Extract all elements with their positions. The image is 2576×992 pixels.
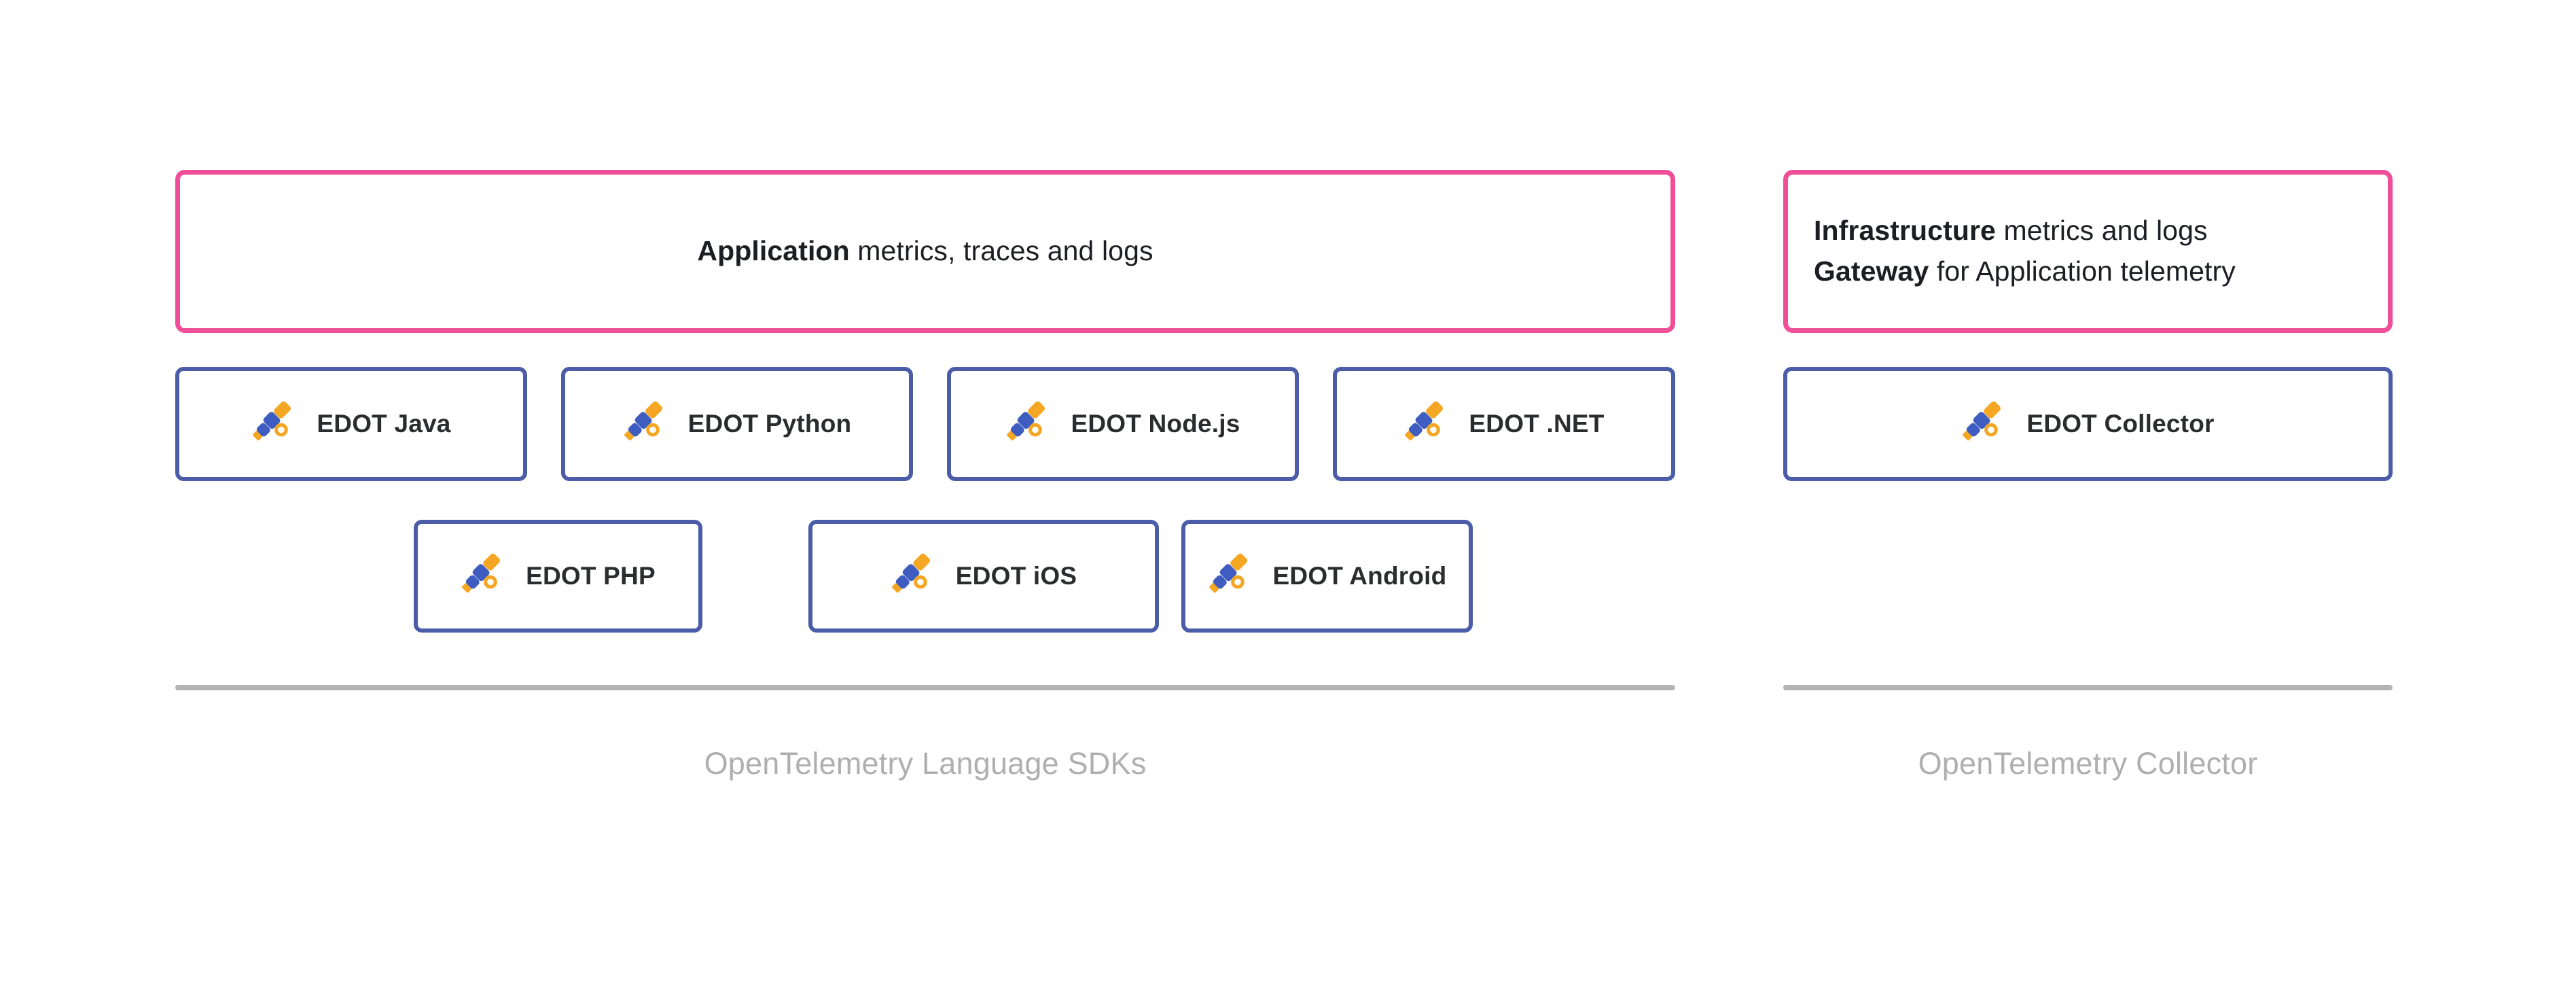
card-content: EDOT Python xyxy=(623,399,852,449)
card-content: EDOT Java xyxy=(251,399,450,449)
language-sdks-group: Application metrics, traces and logs EDO… xyxy=(175,0,1675,992)
telescope-icon xyxy=(1963,401,2001,441)
sdk-card-label: EDOT .NET xyxy=(1469,410,1605,438)
infrastructure-banner-line-2: Gateway for Application telemetry xyxy=(1814,251,2236,292)
sdk-card-edot-dotnet[interactable]: EDOT .NET xyxy=(1333,367,1675,481)
collector-divider xyxy=(1783,685,2393,690)
collector-group: Infrastructure metrics and logs Gateway … xyxy=(1783,0,2393,992)
infrastructure-telemetry-banner: Infrastructure metrics and logs Gateway … xyxy=(1783,170,2393,333)
card-content: EDOT Collector xyxy=(1961,399,2214,449)
telescope-icon xyxy=(624,401,662,441)
sdk-card-edot-php[interactable]: EDOT PHP xyxy=(414,520,702,633)
application-banner-text: Application metrics, traces and logs xyxy=(697,231,1153,272)
sdk-card-label: EDOT PHP xyxy=(526,562,656,590)
telescope-icon xyxy=(891,553,930,593)
sdk-card-edot-nodejs[interactable]: EDOT Node.js xyxy=(947,367,1299,481)
card-content: EDOT Node.js xyxy=(1005,399,1240,449)
infrastructure-banner-text: Infrastructure metrics and logs Gateway … xyxy=(1814,211,2236,292)
telescope-icon xyxy=(253,401,291,441)
telescope-icon xyxy=(1405,401,1444,441)
sdk-card-edot-android[interactable]: EDOT Android xyxy=(1181,520,1473,633)
application-banner-bold: Application xyxy=(697,235,850,267)
sdk-card-label: EDOT Java xyxy=(317,410,451,438)
sdk-card-label: EDOT iOS xyxy=(955,562,1077,590)
card-content: EDOT PHP xyxy=(461,551,656,601)
sdk-card-edot-ios[interactable]: EDOT iOS xyxy=(808,520,1159,633)
language-sdks-divider xyxy=(175,685,1675,690)
sdk-card-label: EDOT Android xyxy=(1272,562,1447,590)
collector-card-label: EDOT Collector xyxy=(2026,410,2215,438)
infrastructure-banner-bold: Infrastructure xyxy=(1814,215,1996,247)
telescope-icon xyxy=(462,553,501,593)
sdk-card-edot-python[interactable]: EDOT Python xyxy=(561,367,913,481)
application-telemetry-banner: Application metrics, traces and logs xyxy=(175,170,1675,333)
infrastructure-banner-rest: metrics and logs xyxy=(1995,215,2208,247)
telescope-icon xyxy=(1209,553,1247,593)
application-banner-rest: metrics, traces and logs xyxy=(849,235,1153,267)
card-content: EDOT .NET xyxy=(1403,399,1604,449)
sdk-card-label: EDOT Python xyxy=(687,410,852,438)
telescope-icon xyxy=(1007,401,1045,441)
gateway-banner-bold: Gateway xyxy=(1814,255,1929,287)
collector-card-edot-collector[interactable]: EDOT Collector xyxy=(1783,367,2393,481)
card-content: EDOT iOS xyxy=(891,551,1077,601)
sdk-card-label: EDOT Node.js xyxy=(1071,410,1240,438)
card-content: EDOT Android xyxy=(1208,551,1447,601)
collector-caption: OpenTelemetry Collector xyxy=(1918,746,2258,781)
language-sdks-caption: OpenTelemetry Language SDKs xyxy=(704,746,1147,781)
sdk-card-edot-java[interactable]: EDOT Java xyxy=(175,367,527,481)
infrastructure-banner-line-1: Infrastructure metrics and logs xyxy=(1814,211,2236,251)
gateway-banner-rest: for Application telemetry xyxy=(1929,255,2236,287)
